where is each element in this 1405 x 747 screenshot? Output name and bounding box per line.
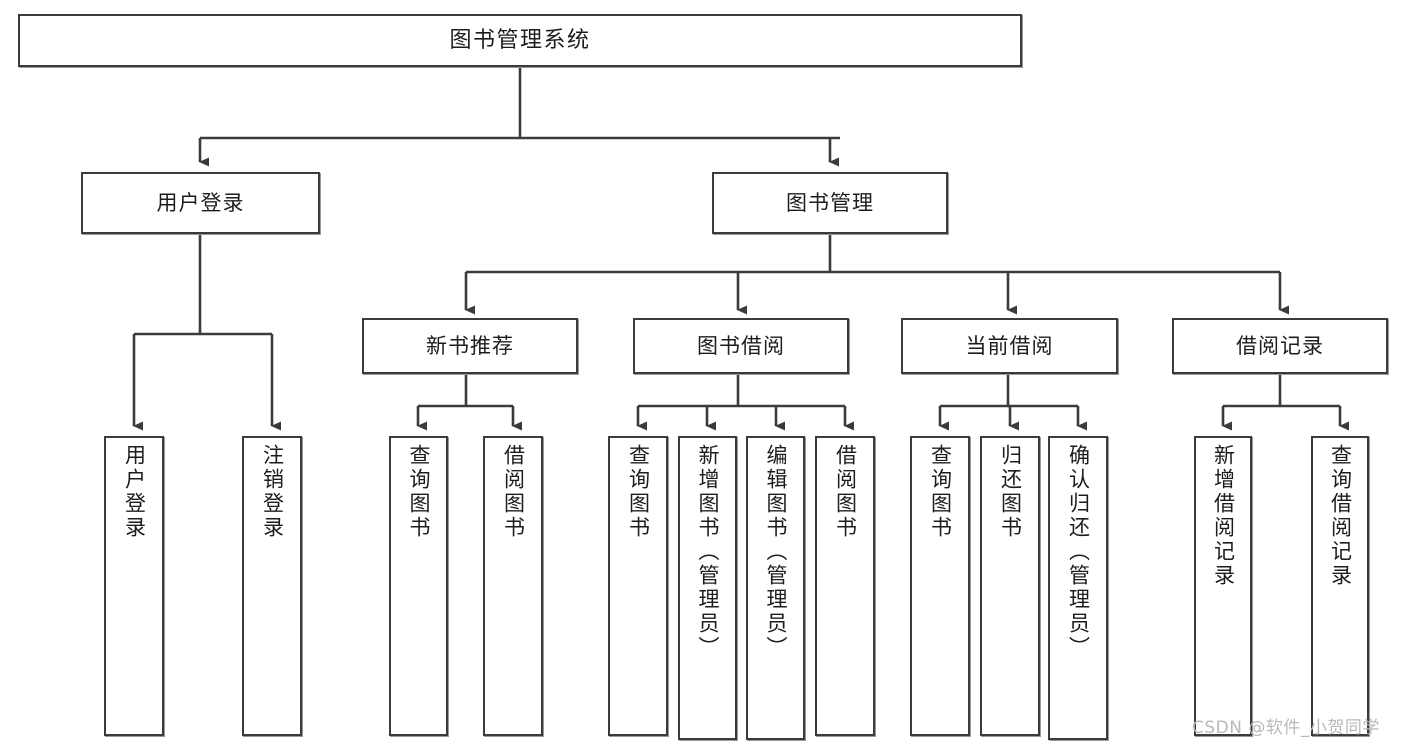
csdn-watermark: CSDN @软件_小贺同学 — [1192, 718, 1380, 738]
node-book-management[interactable]: 图书管理 — [712, 172, 948, 234]
leaf-logout[interactable]: 注销登录 — [242, 436, 302, 736]
node-label: 用户登录 — [156, 190, 245, 215]
leaf-borrow-book-borrowing[interactable]: 借阅图书 — [815, 436, 875, 736]
node-label: 编辑图书（管理员） — [764, 444, 788, 660]
leaf-add-book-admin[interactable]: 新增图书（管理员） — [678, 436, 737, 740]
node-label: 查询图书 — [928, 444, 953, 540]
node-label: 图书借阅 — [697, 333, 785, 358]
leaf-query-book-current[interactable]: 查询图书 — [910, 436, 970, 736]
node-label: 借阅记录 — [1236, 333, 1324, 358]
node-label: 新增借阅记录 — [1211, 444, 1236, 588]
leaf-borrow-book-recommendation[interactable]: 借阅图书 — [483, 436, 543, 736]
leaf-confirm-return-admin[interactable]: 确认归还（管理员） — [1048, 436, 1108, 740]
leaf-query-borrow-record[interactable]: 查询借阅记录 — [1311, 436, 1369, 736]
node-label: 借阅图书 — [833, 444, 858, 540]
leaf-add-borrow-record[interactable]: 新增借阅记录 — [1194, 436, 1252, 736]
node-label: 当前借阅 — [965, 333, 1054, 358]
node-label: 查询图书 — [626, 444, 651, 540]
node-user-login[interactable]: 用户登录 — [81, 172, 320, 234]
node-label: 新书推荐 — [426, 333, 514, 358]
node-label: 确认归还（管理员） — [1066, 444, 1091, 660]
node-new-book-recommendation[interactable]: 新书推荐 — [362, 318, 578, 374]
leaf-user-login[interactable]: 用户登录 — [104, 436, 164, 736]
node-label: 图书管理系统 — [449, 27, 591, 53]
leaf-query-book-recommendation[interactable]: 查询图书 — [389, 436, 448, 736]
node-label: 借阅图书 — [501, 444, 526, 540]
node-borrow-record[interactable]: 借阅记录 — [1172, 318, 1388, 374]
node-label: 新增图书（管理员） — [696, 444, 720, 660]
leaf-edit-book-admin[interactable]: 编辑图书（管理员） — [746, 436, 805, 740]
node-label: 查询借阅记录 — [1328, 444, 1353, 588]
node-book-borrowing[interactable]: 图书借阅 — [633, 318, 849, 374]
leaf-return-book[interactable]: 归还图书 — [980, 436, 1040, 736]
leaf-query-book-borrowing[interactable]: 查询图书 — [608, 436, 668, 736]
node-label: 注销登录 — [260, 444, 285, 540]
node-label: 用户登录 — [122, 444, 147, 540]
node-label: 图书管理 — [786, 190, 874, 215]
node-root-book-management-system[interactable]: 图书管理系统 — [18, 14, 1022, 67]
node-current-borrowing[interactable]: 当前借阅 — [901, 318, 1118, 374]
node-label: 查询图书 — [407, 444, 431, 540]
node-label: 归还图书 — [998, 444, 1023, 540]
